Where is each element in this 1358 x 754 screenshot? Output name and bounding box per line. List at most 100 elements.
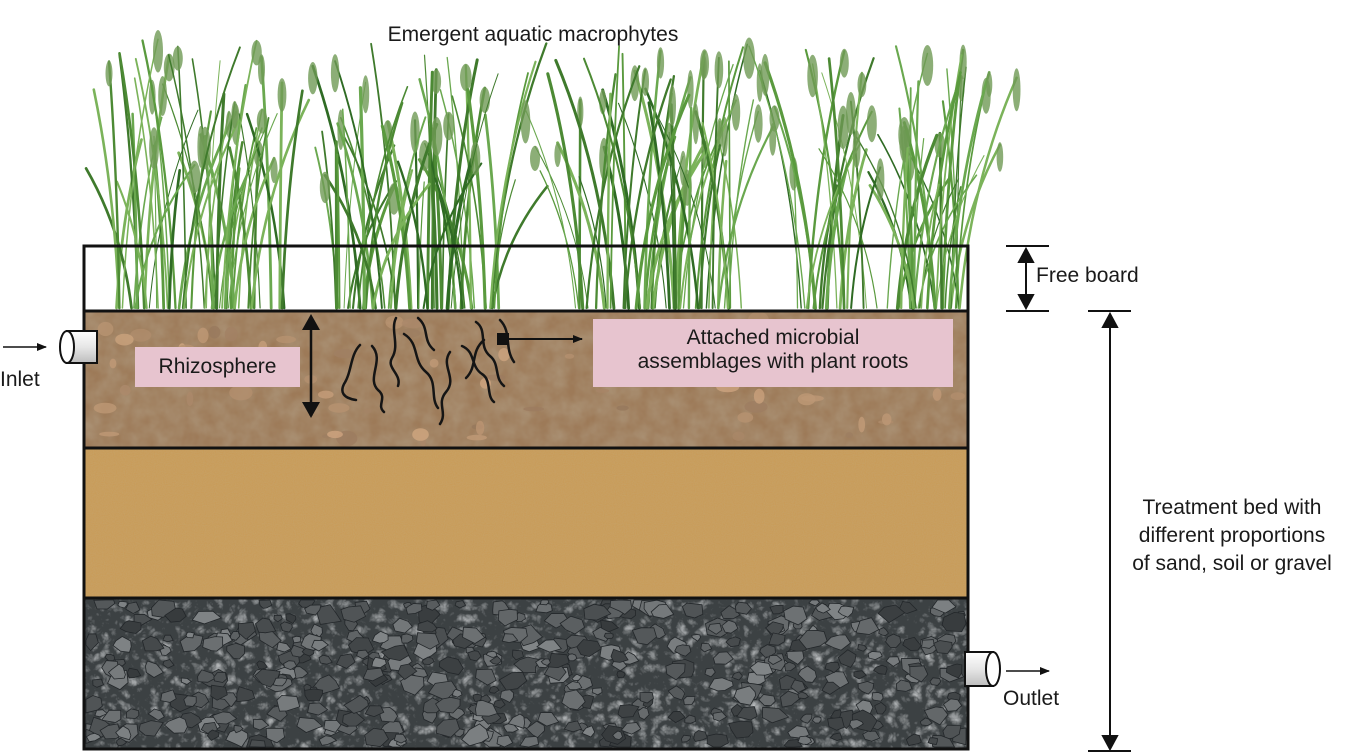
gravel-stone [873,664,888,675]
gravel-stone [85,695,103,714]
reed-seedhead [163,53,175,82]
reed-blade [594,73,617,310]
soil-pebble [732,431,745,441]
soil-pebble [475,420,485,436]
reed-blade [748,45,806,309]
gravel-stone [371,630,389,644]
reed-seedhead [188,160,201,194]
reed-seedhead [687,70,694,109]
gravel-stone [364,705,385,718]
gravel-stone [125,708,140,719]
gravel-stone [691,634,701,642]
gravel-stone [612,730,623,741]
gravel-stone [921,639,935,649]
gravel-stone [808,599,821,607]
sand-layer [84,448,968,598]
gravel-stone [537,712,560,727]
gravel-stone [945,663,963,679]
gravel-stone [85,732,102,743]
gravel-stone [631,627,657,646]
gravel-stone [712,711,728,722]
reed-seedhead [714,51,724,89]
reed-blade [900,147,909,310]
gravel-stone [824,661,841,674]
macrophytes-title: Emergent aquatic macrophytes [387,23,679,46]
microbial-label-line: assemblages with plant roots [637,350,909,373]
gravel-stone [417,620,438,633]
gravel-stone [276,694,301,712]
reed-blade [805,142,862,309]
soil-pebble [932,388,942,401]
gravel-stone [591,687,603,696]
reed-blade [855,136,917,309]
reed-blade [913,80,920,310]
reed-blade [430,68,438,310]
reed-seedhead [692,103,699,145]
soil-pebble [498,348,510,362]
reed-blade [622,68,647,309]
reed-blade [389,169,414,310]
reed-seedhead [754,104,763,143]
reed-blade [280,89,304,310]
gravel-stone [877,604,906,624]
gravel-stone [849,719,864,730]
reed-blade [902,121,937,310]
gravel-stone [761,706,790,724]
inlet-pipe [59,330,98,364]
gravel-stone [561,689,586,711]
soil-pebble [333,348,356,359]
gravel-stone [821,681,841,695]
reed-blade [115,180,148,310]
gravel-stone [933,640,953,654]
reed-seedhead [986,71,993,97]
reed-blade [134,57,169,309]
gravel-stone [183,695,197,707]
gravel-stone [799,713,813,724]
reed-blade [846,71,863,310]
soil-pebble [109,358,117,369]
reed-seedhead [731,94,741,131]
gravel-stone [92,678,105,688]
gravel-stone [438,656,464,675]
outlet-label: Outlet [1003,687,1060,710]
gravel-stone [475,699,498,717]
gravel-stone [931,599,957,614]
gravel-stone [371,656,387,669]
gravel-stone [815,602,831,614]
gravel-stone [811,716,822,724]
reed-seedhead [1012,68,1021,112]
reed-blade [818,148,878,309]
gravel-stone [909,665,929,683]
gravel-stone [273,614,283,623]
soil-pebble [119,384,131,396]
reed-blade [418,78,457,310]
gravel-stone [283,660,298,671]
inlet-label: Inlet [0,368,40,391]
reed-seedhead [876,158,885,201]
reed-blade [913,87,958,310]
gravel-stone [112,636,132,653]
soil-pebble [595,388,610,393]
gravel-stone [576,639,602,658]
gravel-stone [265,727,285,744]
reed-blade [723,110,759,309]
gravel-stone [923,706,949,726]
reed-seedhead [716,118,724,150]
gravel-stone [650,603,675,619]
reed-seedhead [431,116,443,156]
gravel-stone [797,735,813,745]
gravel-stone [779,690,801,708]
gravel-stone [929,677,942,686]
soil-pebble [276,335,296,344]
gravel-stone [600,619,620,633]
gravel-stone [797,691,810,700]
gravel-stone [616,670,626,679]
gravel-stone [296,717,324,733]
gravel-stone [681,734,692,743]
gravel-stone [902,636,922,651]
gravel-stone [667,685,686,701]
treatment-bed-dimension [1088,310,1131,752]
reed-blade [341,108,351,309]
soil-pebble [616,405,629,411]
reed-seedhead [530,145,540,171]
